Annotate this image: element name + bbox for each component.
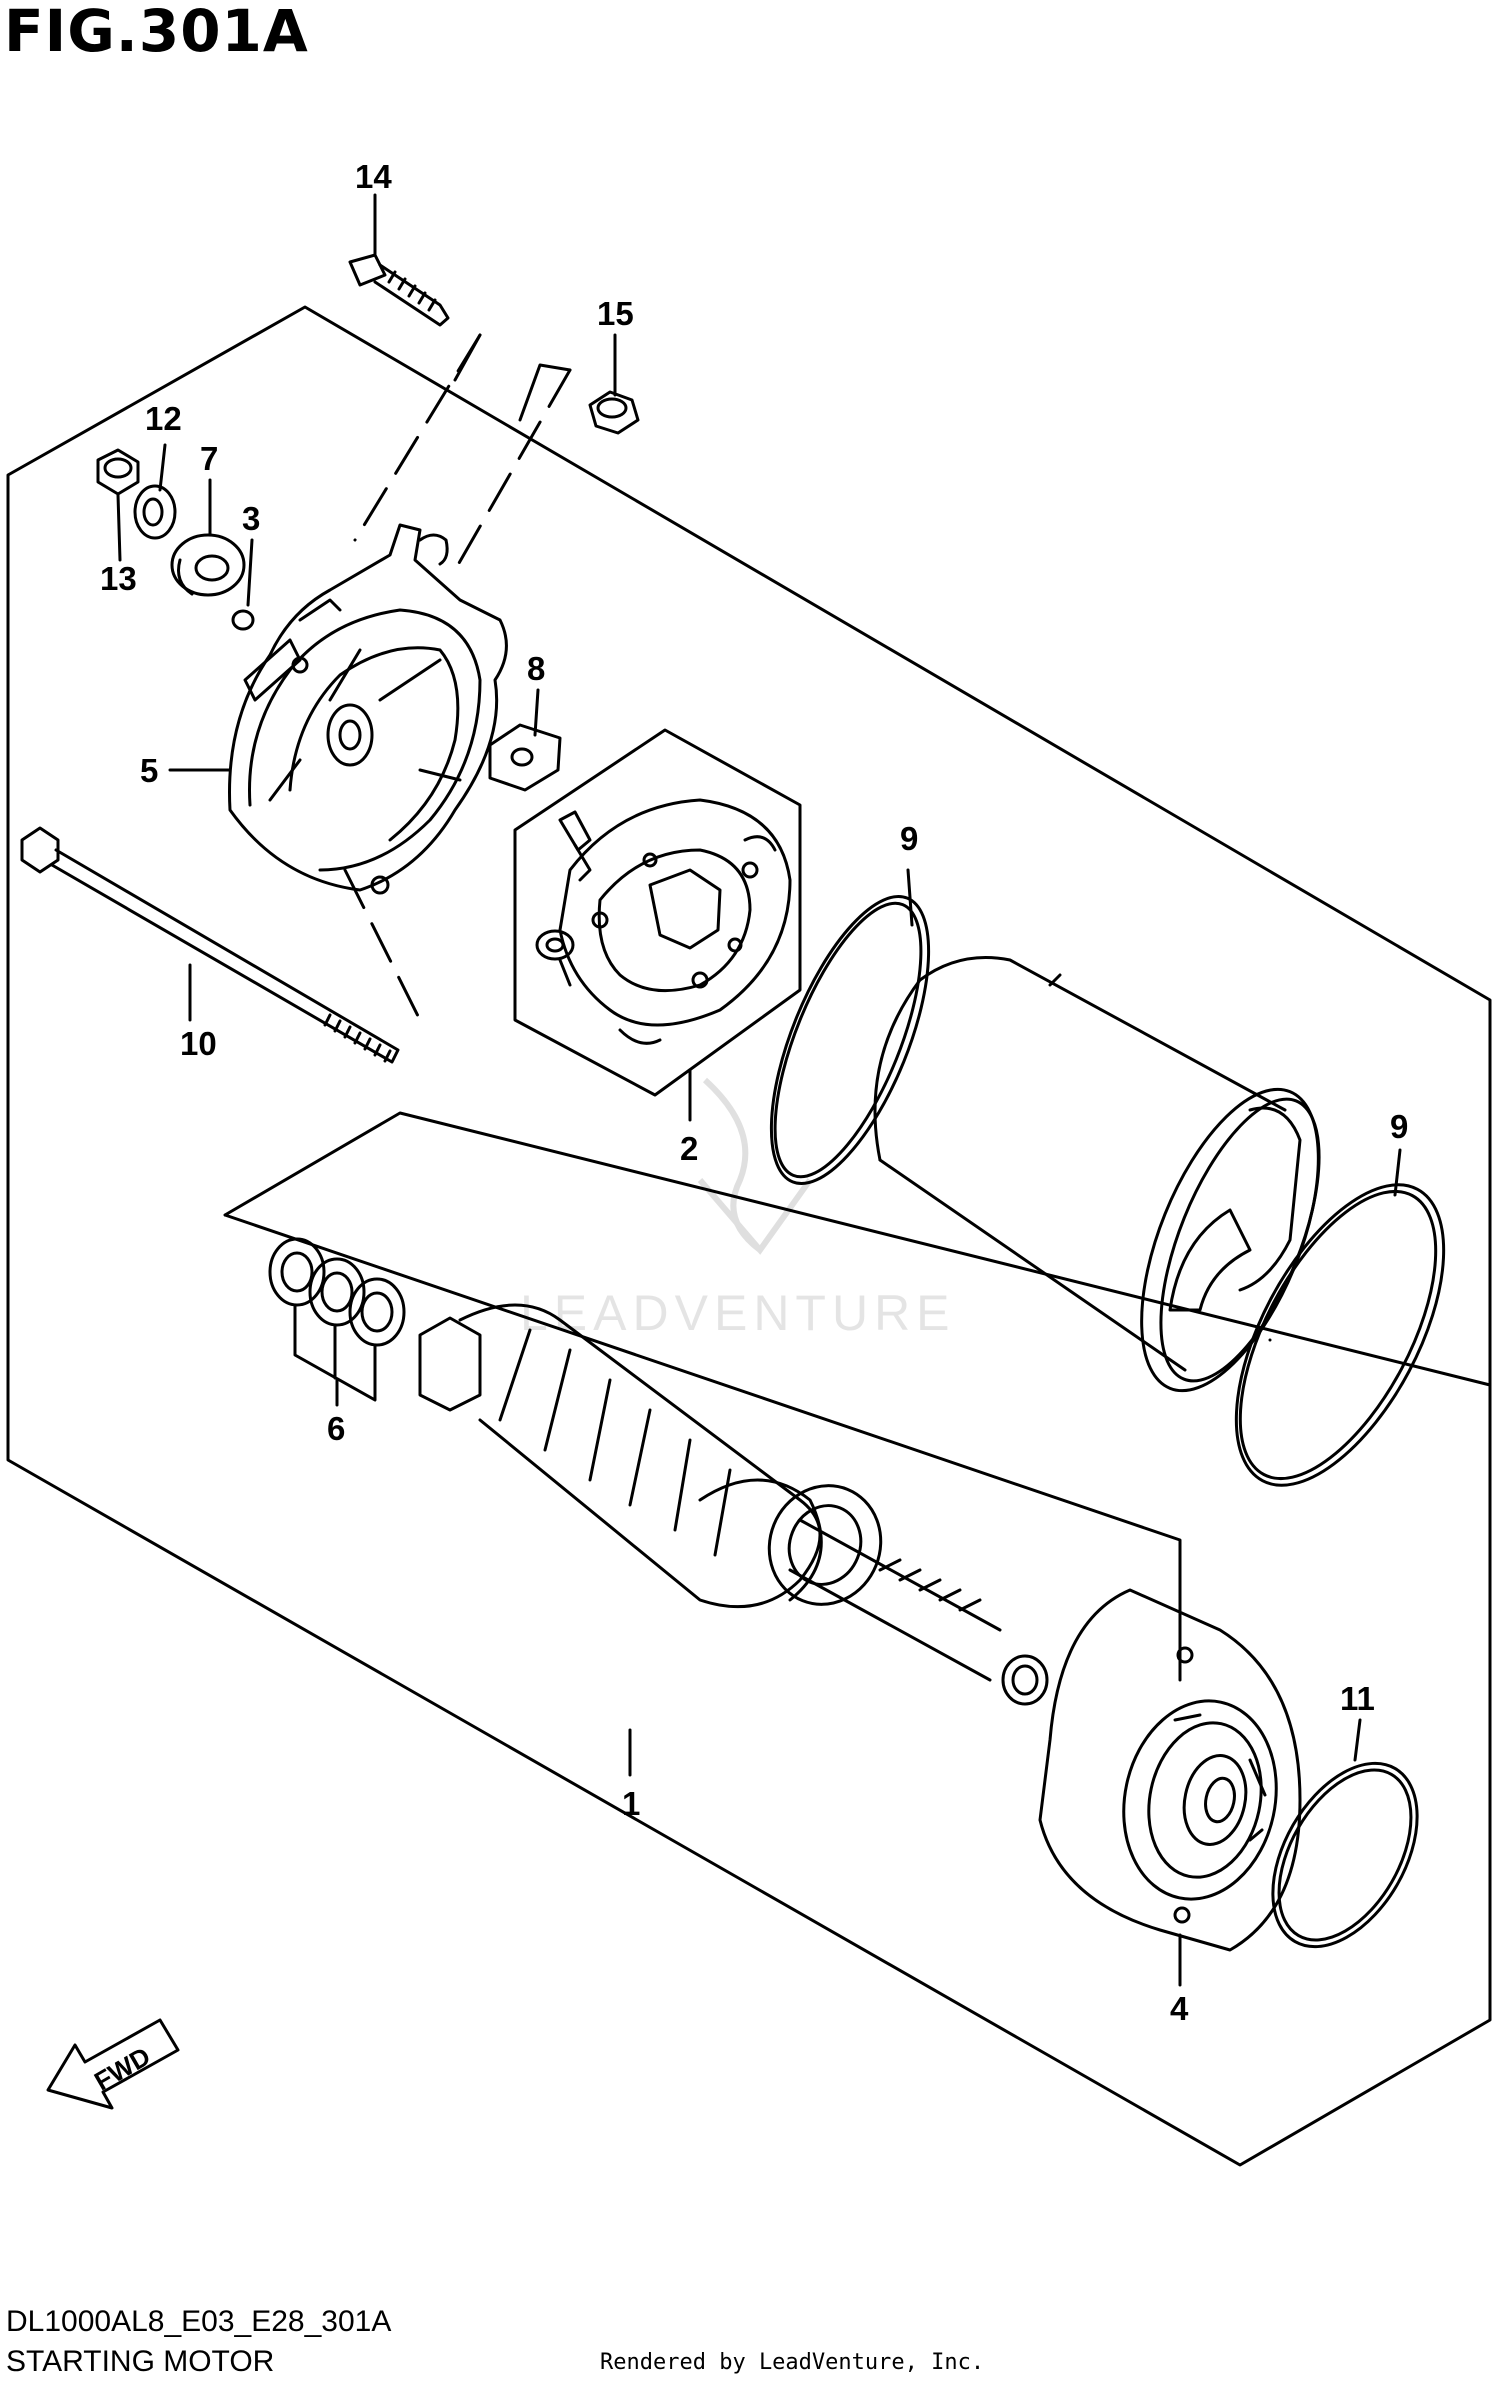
callout-13: 13 [100,560,137,597]
callout-11: 11 [1340,1680,1375,1717]
part-14-bolt [348,253,450,327]
leader-9a [906,868,914,927]
dashed-leader [343,868,422,1022]
callout-8: 8 [527,650,545,687]
part-11-oring [1271,1761,1419,1949]
part-15-nut [588,390,640,435]
leader-11 [1353,1718,1362,1762]
leader-9b [1393,1148,1402,1197]
leader-3 [246,538,254,607]
model-code: DL1000AL8_E03_E28_301A [6,2305,392,2338]
callout-6: 6 [327,1410,345,1447]
armature-boundary [223,1111,1492,1682]
part-3-oring [231,609,255,631]
bracket-line [453,333,572,422]
watermark-logo [697,1077,813,1255]
part-4-front-cover [1038,1588,1302,1952]
dashed-leader [353,333,482,542]
dashed-leader [453,368,572,572]
watermark-text: LEADVENTURE [520,1285,956,1341]
leader-13 [116,493,122,562]
callout-12: 12 [145,400,182,437]
part-9-oring-rear [1234,1183,1446,1487]
callout-14: 14 [355,158,392,195]
part-8-terminal [488,723,562,792]
callout-5: 5 [140,752,158,789]
fwd-arrow-icon [46,2018,180,2110]
callout-9: 9 [1390,1108,1408,1145]
callout-7: 7 [200,440,218,477]
part-6-washers [268,1237,406,1347]
part-13-nut [96,448,140,496]
callout-4: 4 [1170,1990,1189,2027]
assembly-boundary [6,305,1492,2167]
render-credit: Rendered by LeadVenture, Inc. [600,2350,985,2375]
part-10-through-bolt [20,826,400,1064]
leader-12 [158,443,167,492]
leader-8 [533,688,540,737]
part-9-oring-front [769,894,931,1186]
figure-title: FIG.301A [4,0,309,65]
part-5-end-cover [228,523,508,895]
callout-1: 1 [622,1785,640,1822]
callout-3: 3 [242,500,260,537]
part-2-brush-holder [513,728,802,1097]
callout-9: 9 [900,820,918,857]
diagram-caption: STARTING MOTOR [6,2345,275,2378]
callout-15: 15 [597,295,634,332]
callout-10: 10 [180,1025,217,1062]
yoke-housing [873,956,1321,1393]
part-12-washer [133,484,177,540]
part-7-bushing [170,533,246,597]
callout-2: 2 [680,1130,698,1167]
washer-leader [293,1303,377,1402]
part-1-armature [418,1303,1049,1706]
